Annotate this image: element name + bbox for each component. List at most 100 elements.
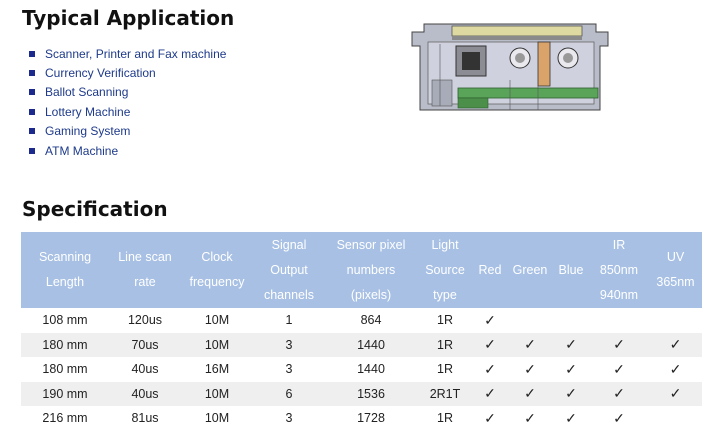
table-cell: 1R: [417, 357, 473, 382]
column-header-line: Blue: [558, 262, 584, 277]
column-header-line: Light: [431, 237, 459, 252]
check-cell: ✓: [473, 308, 507, 333]
square-bullet-icon: [29, 108, 35, 115]
list-item: Gaming System: [29, 122, 226, 141]
table-cell: 1536: [325, 381, 417, 406]
table-cell: 40us: [109, 381, 181, 406]
column-header-line: Output: [270, 262, 308, 277]
column-header-clock-frequency: Clock frequency: [181, 232, 253, 308]
column-header-green: Green: [507, 232, 553, 308]
column-header-sensor-pixel-numbers: Sensor pixel numbers (pixels): [325, 232, 417, 308]
application-label: Scanner, Printer and Fax machine: [45, 46, 227, 61]
check-cell: ✓: [553, 381, 589, 406]
column-header-red: Red: [473, 232, 507, 308]
typical-application-title: Typical Application: [22, 6, 235, 30]
table-cell: 3: [253, 406, 325, 431]
column-header-line: type: [433, 287, 457, 302]
table-cell: 1R: [417, 406, 473, 431]
table-cell: 190 mm: [21, 381, 109, 406]
table-cell: 216 mm: [21, 406, 109, 431]
list-item: Scanner, Printer and Fax machine: [29, 44, 226, 63]
check-cell: ✓: [507, 381, 553, 406]
application-label: Gaming System: [45, 124, 131, 139]
square-bullet-icon: [29, 70, 35, 77]
check-cell: ✓: [649, 332, 702, 357]
check-cell: ✓: [553, 357, 589, 382]
table-cell: 16M: [181, 357, 253, 382]
column-header-line: (pixels): [350, 287, 392, 302]
column-header-line: UV: [666, 250, 685, 264]
table-cell: 1440: [325, 357, 417, 382]
table-cell: 10M: [181, 406, 253, 431]
check-cell: ✓: [589, 381, 649, 406]
check-cell: ✓: [507, 406, 553, 431]
application-label: ATM Machine: [45, 143, 119, 158]
column-header-line: Red: [478, 262, 502, 277]
check-cell: ✓: [473, 357, 507, 382]
table-cell: 10M: [181, 308, 253, 333]
table-cell: 10M: [181, 332, 253, 357]
check-cell: [649, 406, 702, 431]
square-bullet-icon: [29, 89, 35, 96]
list-item: Ballot Scanning: [29, 83, 226, 102]
check-cell: ✓: [589, 332, 649, 357]
table-cell: 1R: [417, 332, 473, 357]
column-header-line: channels: [263, 287, 315, 302]
column-header-line: Sensor pixel: [336, 237, 406, 252]
table-cell: 1728: [325, 406, 417, 431]
application-label: Lottery Machine: [45, 104, 131, 119]
check-cell: ✓: [507, 357, 553, 382]
check-cell: ✓: [589, 406, 649, 431]
check-cell: ✓: [473, 406, 507, 431]
column-header-line: 365nm: [656, 275, 695, 289]
table-cell: 180 mm: [21, 357, 109, 382]
square-bullet-icon: [29, 128, 35, 135]
column-header-line: Signal: [271, 237, 307, 252]
table-cell: 3: [253, 332, 325, 357]
column-header-line: frequency: [189, 275, 245, 289]
column-header-line: numbers: [346, 262, 396, 277]
table-cell: 108 mm: [21, 308, 109, 333]
table-cell: 180 mm: [21, 332, 109, 357]
check-cell: [589, 308, 649, 333]
column-header-line: IR: [612, 237, 626, 252]
table-cell: 6: [253, 381, 325, 406]
check-cell: ✓: [589, 357, 649, 382]
table-cell: 10M: [181, 381, 253, 406]
table-cell: 3: [253, 357, 325, 382]
table-cell: 81us: [109, 406, 181, 431]
list-item: ATM Machine: [29, 141, 226, 160]
check-cell: [649, 308, 702, 333]
check-cell: ✓: [649, 381, 702, 406]
column-header-line: Clock: [201, 250, 233, 264]
table-cell: 120us: [109, 308, 181, 333]
table-cell: 864: [325, 308, 417, 333]
column-header-line: 850nm: [599, 262, 639, 277]
application-list: Scanner, Printer and Fax machine Currenc…: [29, 44, 226, 160]
application-label: Currency Verification: [45, 66, 156, 81]
column-header-line: rate: [134, 275, 156, 289]
column-header-line: Scanning: [38, 250, 92, 264]
table-cell: 40us: [109, 357, 181, 382]
table-cell: 70us: [109, 332, 181, 357]
column-header-uv: UV 365nm: [649, 232, 702, 308]
check-cell: [553, 308, 589, 333]
check-cell: ✓: [473, 381, 507, 406]
sensor-cross-section-image: [411, 23, 609, 111]
table-cell: 1440: [325, 332, 417, 357]
check-cell: ✓: [553, 332, 589, 357]
check-cell: ✓: [553, 406, 589, 431]
table-cell: 2R1T: [417, 381, 473, 406]
check-cell: ✓: [507, 332, 553, 357]
column-header-line: Source: [425, 262, 465, 277]
check-cell: [507, 308, 553, 333]
